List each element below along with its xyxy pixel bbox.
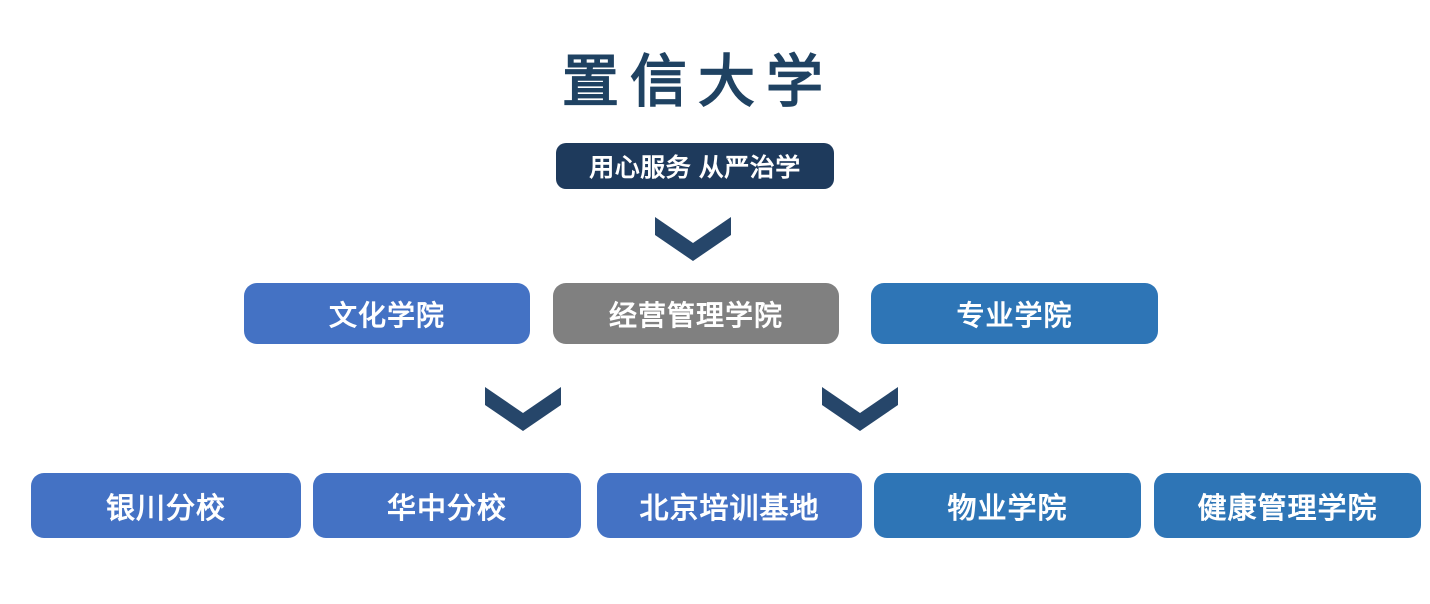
chevron-down-icon-top — [655, 217, 731, 261]
node-wenhua-xueyuan[interactable]: 文化学院 — [244, 283, 530, 344]
node-jingying-guanli-xueyuan[interactable]: 经营管理学院 — [553, 283, 839, 344]
page-title: 置信大学 — [562, 50, 834, 114]
node-yinchuan-fenxiao[interactable]: 银川分校 — [31, 473, 301, 538]
node-wuye-xueyuan[interactable]: 物业学院 — [874, 473, 1141, 538]
chevron-down-icon-right — [822, 387, 898, 431]
node-huazhong-fenxiao[interactable]: 华中分校 — [313, 473, 581, 538]
chevron-down-icon-left — [485, 387, 561, 431]
node-jiankang-guanli-xueyuan[interactable]: 健康管理学院 — [1154, 473, 1421, 538]
tagline-badge: 用心服务 从严治学 — [556, 143, 834, 189]
node-zhuanye-xueyuan[interactable]: 专业学院 — [871, 283, 1158, 344]
node-beijing-peixun-jidi[interactable]: 北京培训基地 — [597, 473, 862, 538]
